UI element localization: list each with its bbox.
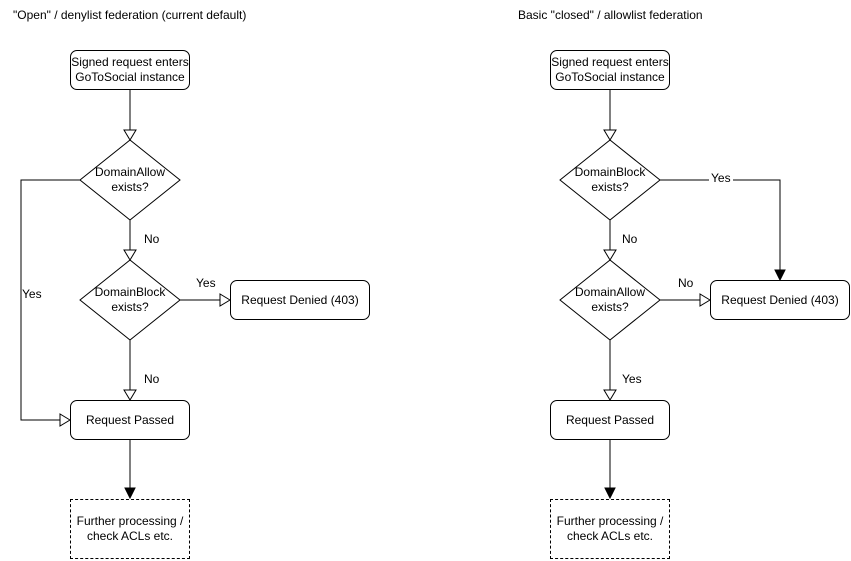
right-further-node: Further processing / check ACLs etc. xyxy=(550,499,670,559)
right-decision1-yes-label: Yes xyxy=(709,171,733,185)
right-denied-node: Request Denied (403) xyxy=(710,280,850,320)
right-arrow-into-denied-top xyxy=(774,269,786,282)
left-denied-node: Request Denied (403) xyxy=(230,280,370,320)
right-passed-node: Request Passed xyxy=(550,400,670,440)
left-passed-node: Request Passed xyxy=(70,400,190,440)
left-start-node: Signed request enters GoToSocial instanc… xyxy=(70,50,190,90)
left-arrow-into-passed-top xyxy=(123,389,137,401)
left-further-node: Further processing / check ACLs etc. xyxy=(70,499,190,559)
left-arrow-into-decision1 xyxy=(123,129,137,141)
right-decision1-diamond xyxy=(559,139,661,221)
right-decision2-diamond xyxy=(559,259,661,341)
left-decision2-no-label: No xyxy=(144,372,160,386)
left-arrow-into-passed-side xyxy=(59,413,71,427)
left-arrow-into-decision2 xyxy=(123,249,137,261)
right-arrow-into-decision2 xyxy=(603,249,617,261)
right-edge-decision1-yes-to-denied xyxy=(660,179,781,270)
left-decision2-yes-label: Yes xyxy=(196,276,216,290)
left-arrow-into-further xyxy=(124,487,136,500)
right-decision1-no-label: No xyxy=(622,232,638,246)
left-arrow-into-denied xyxy=(219,293,231,307)
right-arrow-into-decision1 xyxy=(603,129,617,141)
right-decision2-yes-label: Yes xyxy=(622,372,642,386)
left-decision1-diamond xyxy=(79,139,181,221)
left-decision1-yes-label: Yes xyxy=(22,287,42,301)
right-decision2-no-label: No xyxy=(678,276,694,290)
left-decision2-diamond xyxy=(79,259,181,341)
left-decision1-no-label: No xyxy=(144,232,160,246)
left-edge-decision1-yes-to-passed xyxy=(20,179,80,421)
right-start-node: Signed request enters GoToSocial instanc… xyxy=(550,50,670,90)
left-chart-title: "Open" / denylist federation (current de… xyxy=(13,8,247,22)
right-arrow-into-passed xyxy=(603,389,617,401)
right-chart-title: Basic "closed" / allowlist federation xyxy=(518,8,703,22)
right-arrow-into-further xyxy=(604,487,616,500)
right-arrow-into-denied-side xyxy=(699,293,711,307)
